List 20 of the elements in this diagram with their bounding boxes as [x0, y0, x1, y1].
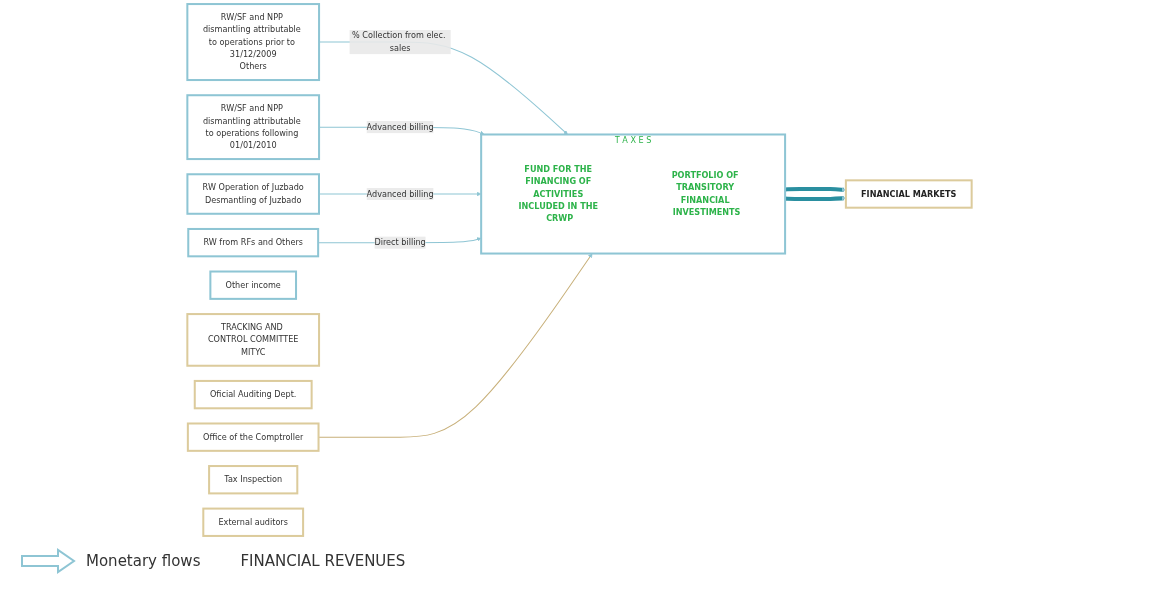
node-box: RW/SF and NPP dismantling attributable to operations prior to 31/12/2009 Others	[186, 3, 321, 82]
legend-text: Monetary flows	[86, 552, 201, 570]
node-box: RW from RFs and Others	[187, 227, 320, 258]
edge-label: Advanced billing	[366, 188, 434, 199]
node-box: Office of the Comptroller	[186, 422, 320, 452]
node-box: RW Operation of Juzbado Desmantling of Juzbado	[186, 173, 320, 215]
node-box: FINANCIAL MARKETS	[844, 179, 973, 209]
node-box: External auditors	[202, 507, 305, 537]
node-box: TRACKING AND CONTROL COMMITTEE MITYC	[186, 313, 321, 367]
arrow	[318, 253, 593, 438]
node-text: PORTFOLIO OF TRANSITORY FINANCIAL INVESTIMENTS	[671, 170, 741, 217]
node-box: RW/SF and NPP dismantling attributable to operations following 01/01/2010	[186, 94, 321, 161]
edge-label: % Collection from elec. sales	[352, 30, 446, 53]
node-box: Other income	[209, 270, 298, 300]
node-text: FUND FOR THE FINANCING OF ACTIVITIES INCLUDED IN THE CRWP	[518, 164, 599, 223]
edge-label: Direct billing	[374, 237, 426, 248]
node-box: Tax Inspection	[208, 465, 299, 495]
note-text: FINANCIAL REVENUES	[240, 552, 406, 570]
edge-label: Advanced billing	[366, 122, 434, 132]
node-box: Oficial Auditing Dept.	[193, 379, 313, 410]
